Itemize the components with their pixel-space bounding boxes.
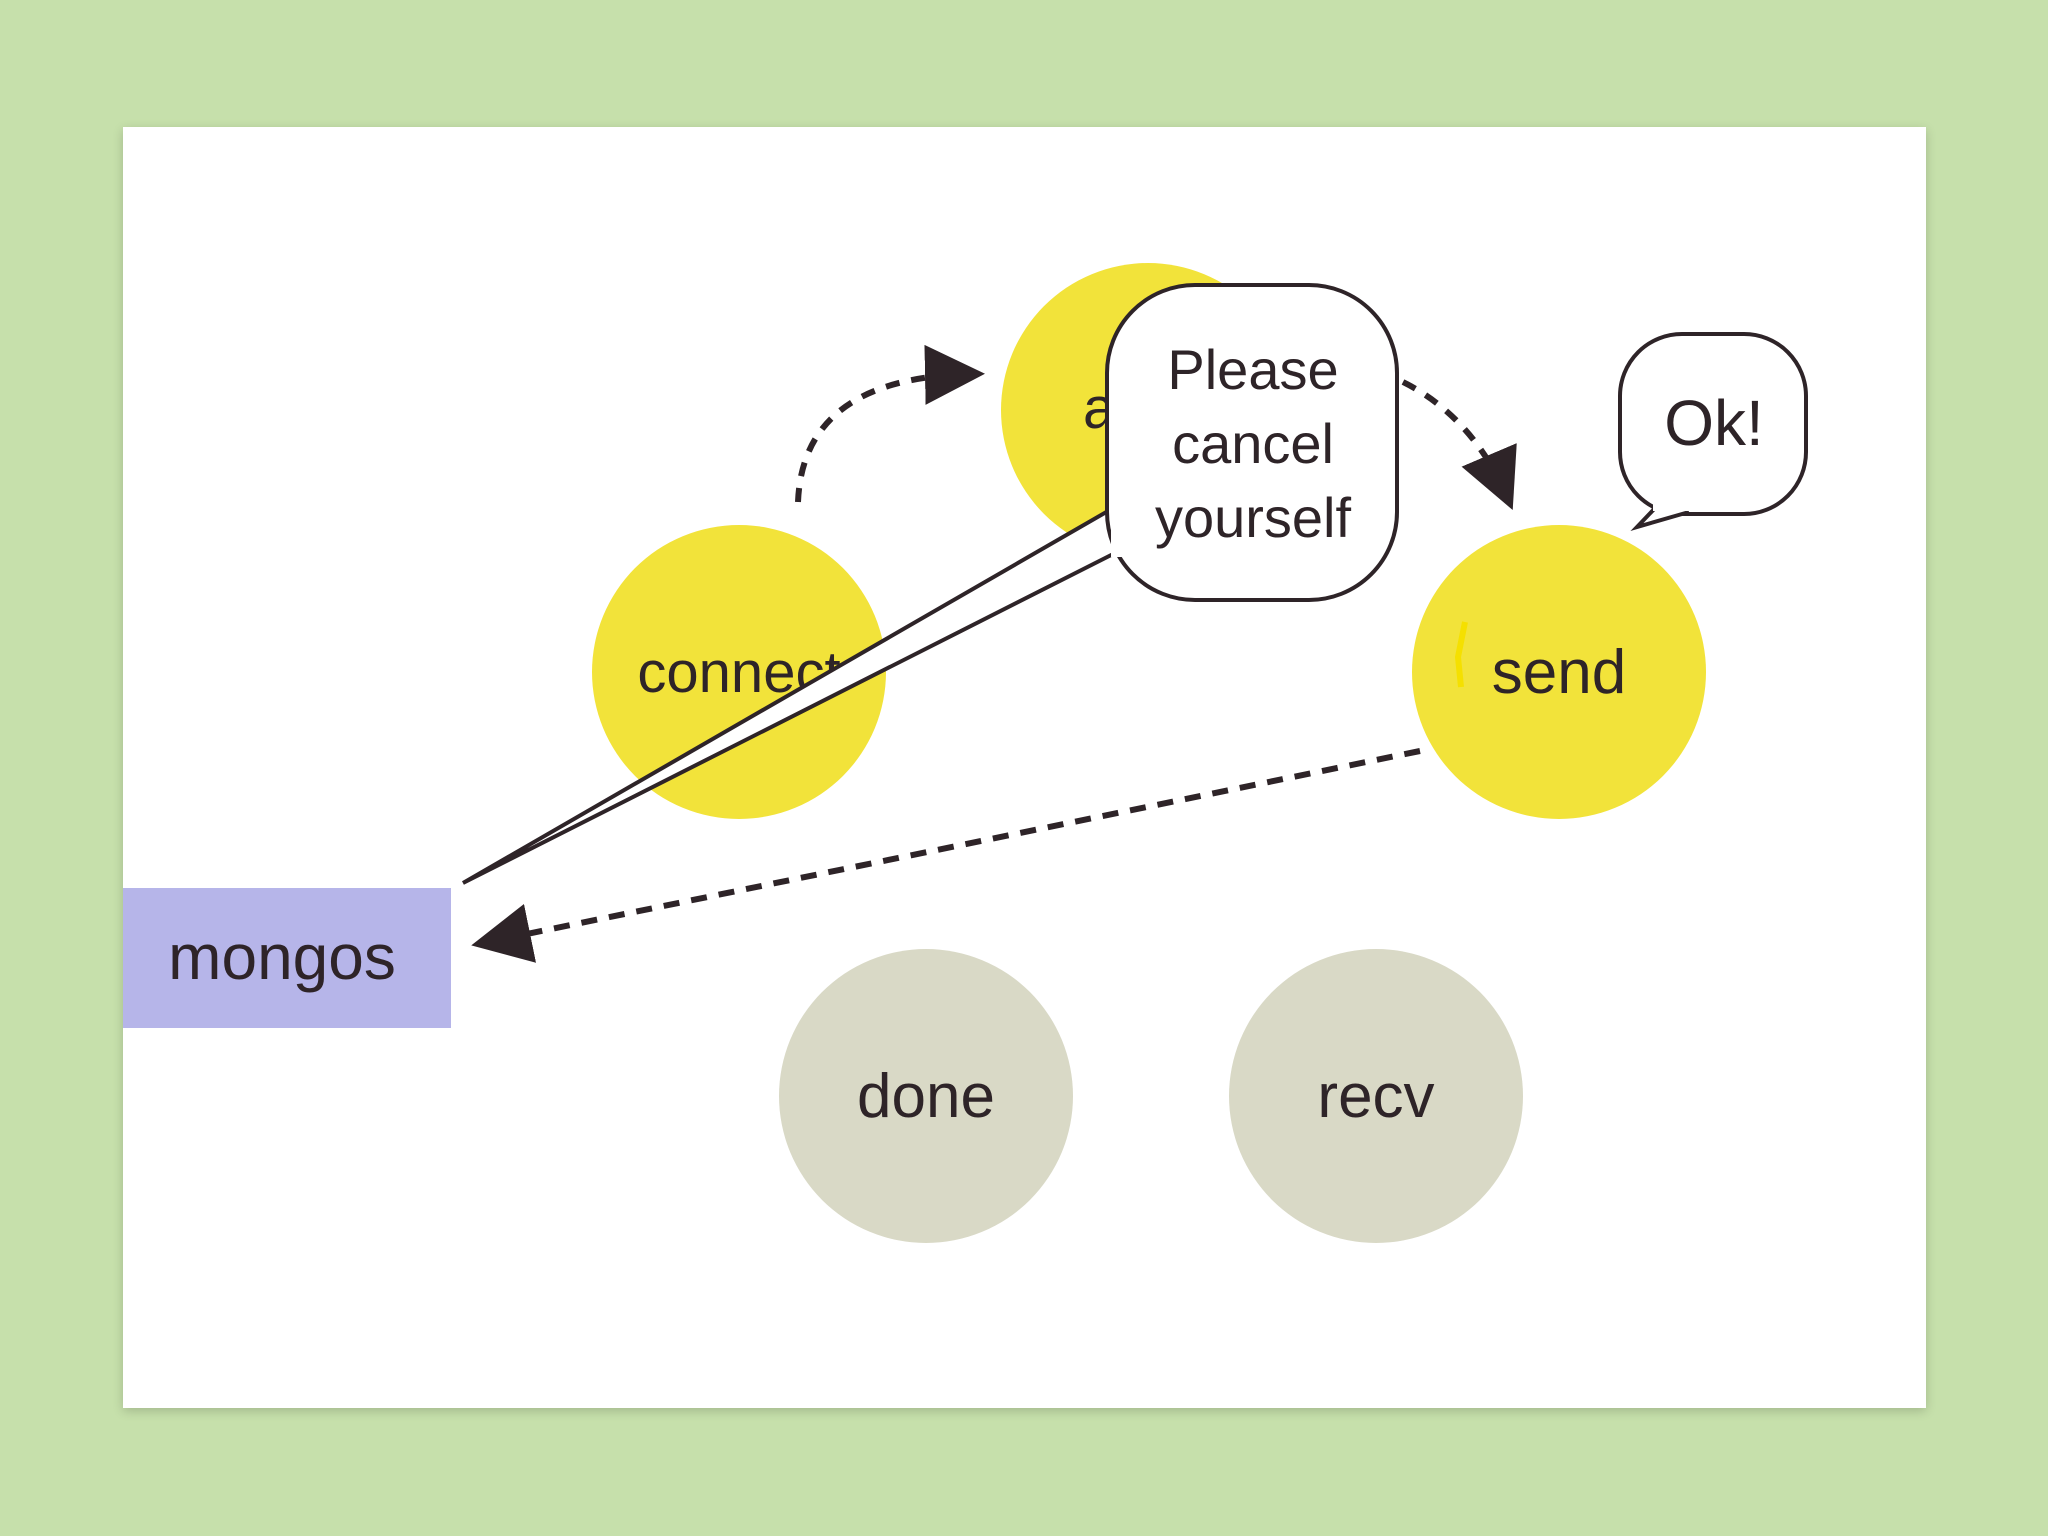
mongos-label: mongos <box>168 921 396 993</box>
state-circle-send <box>1412 525 1706 819</box>
state-circle-done <box>779 949 1073 1243</box>
cancel-callout-line-2: cancel <box>1172 412 1334 475</box>
state-label-recv: recv <box>1317 1062 1434 1131</box>
ack-callout: Ok! <box>1618 332 1808 531</box>
mongos-box <box>123 888 451 1028</box>
ack-callout-bubble <box>1618 332 1808 516</box>
state-label-done: done <box>857 1062 995 1131</box>
state-diagram: a connect send done recv mongos Please c… <box>123 263 1808 1243</box>
send-highlight-mark <box>1454 621 1468 688</box>
cancel-callout-tail-cover <box>1111 497 1135 557</box>
transition-arrow-connect-to-middle <box>795 344 985 503</box>
transition-arrow-middle-to-send <box>1401 379 1517 511</box>
state-circle-connect <box>592 525 886 819</box>
cancel-callout-bubble <box>1105 283 1399 602</box>
ack-callout-text: Ok! <box>1664 387 1764 459</box>
slide-canvas: a connect send done recv mongos Please c… <box>123 127 1926 1408</box>
ack-callout-tail-cover <box>1653 497 1693 511</box>
cancel-request-callout: Please cancel yourself <box>462 283 1399 885</box>
cancel-callout-line-1: Please <box>1167 338 1338 401</box>
state-circle-recv <box>1229 949 1523 1243</box>
response-arrow-send-to-mongos <box>471 748 1421 963</box>
cancel-callout-line-3: yourself <box>1155 486 1352 549</box>
state-label-send: send <box>1492 638 1626 707</box>
